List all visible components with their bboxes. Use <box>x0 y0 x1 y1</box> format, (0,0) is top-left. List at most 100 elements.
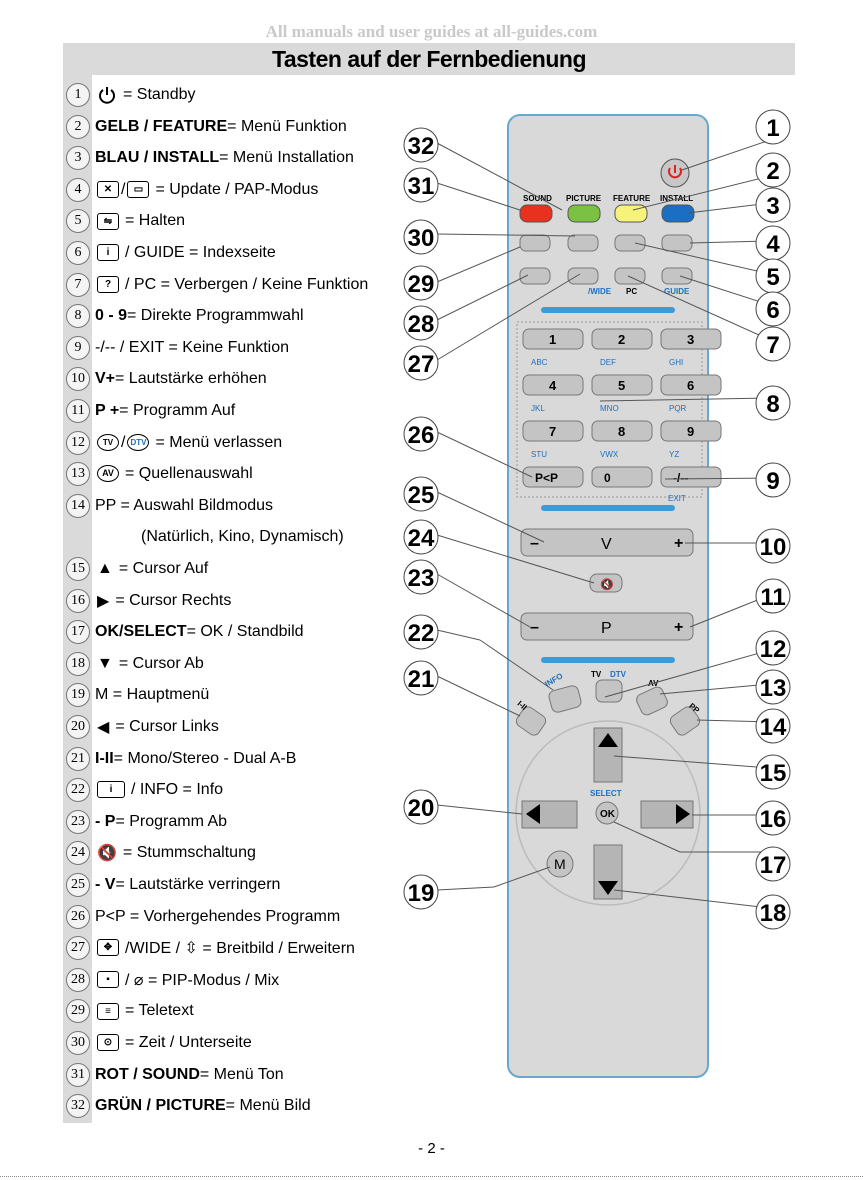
callout-number: 30 <box>408 225 435 252</box>
callout-circle <box>403 789 439 825</box>
legend-key: GRÜN / PICTURE <box>95 1097 226 1115</box>
callout-number: 3 <box>766 193 779 220</box>
callout-number: 24 <box>408 525 435 552</box>
legend-row: 20◀= Cursor Links <box>66 713 219 741</box>
label-m: M <box>554 856 566 872</box>
callout-circle <box>403 519 439 555</box>
label-pc: PC <box>626 287 637 296</box>
callout-number: 15 <box>760 760 787 787</box>
legend-row: (Natürlich, Kino, Dynamisch) <box>66 523 344 551</box>
legend-row: 24🔇= Stummschaltung <box>66 839 256 867</box>
power-icon <box>95 85 119 105</box>
remote-body <box>507 114 709 1078</box>
legend-row: 9 -/-- / EXIT = Keine Funktion <box>66 334 289 362</box>
page-number: - 2 - <box>418 1140 445 1157</box>
legend-number: 15 <box>66 557 90 581</box>
legend-key: 0 - 9 <box>95 307 128 325</box>
legend-key: - P <box>95 812 116 830</box>
legend-description: = Direkte Programmwahl <box>127 307 304 325</box>
power-icon <box>668 165 682 179</box>
callout-circle <box>755 528 791 564</box>
legend-number: 21 <box>66 746 90 771</box>
digit-button-5 <box>591 374 653 396</box>
callout-circle <box>403 219 439 255</box>
red-button <box>519 204 553 223</box>
key-label-zero: 0 <box>604 471 611 485</box>
legend-number: 24 <box>66 841 90 866</box>
legend-number: 9 <box>66 335 90 360</box>
legend-number: 28 <box>66 967 90 992</box>
menu-button <box>546 850 574 878</box>
digit-label: 2 <box>618 332 625 347</box>
label-tv: TV <box>591 670 602 679</box>
vol-label: V <box>601 536 612 553</box>
legend-description: = Programm Ab <box>115 812 228 830</box>
watermark: All manuals and user guides at all-guide… <box>265 22 598 41</box>
update-button <box>661 234 693 252</box>
legend-number: 25 <box>66 873 90 897</box>
callout-number: 28 <box>408 311 435 338</box>
legend-number: 19 <box>66 683 90 708</box>
callout-number: 32 <box>408 133 435 160</box>
legend-number: 32 <box>66 1094 90 1119</box>
legend-number: 30 <box>66 1031 90 1055</box>
legend-number: 14 <box>66 493 90 518</box>
legend-key: P + <box>95 402 120 419</box>
label-wide: /WIDE <box>588 287 612 296</box>
legend-number: 12 <box>66 430 90 455</box>
legend-row: 5⇋= Halten <box>66 207 185 235</box>
vol-plus: + <box>674 535 683 552</box>
callout-circle <box>755 187 791 223</box>
legend-number: 20 <box>66 715 90 739</box>
expand-button <box>567 267 599 285</box>
mono-stereo-button <box>515 706 547 736</box>
legend-description: = Lautstärke verringern <box>115 876 281 893</box>
key-p_p <box>522 466 584 488</box>
hold-button <box>614 234 646 252</box>
callout-number: 16 <box>760 806 787 833</box>
legend-row: 27✥/WIDE / ⇳ = Breitbild / Erweitern <box>66 934 355 962</box>
callout-circle <box>403 127 439 163</box>
info-button <box>548 685 582 713</box>
legend-number: 29 <box>66 999 90 1024</box>
callout-number: 14 <box>760 714 787 741</box>
digit-button-8 <box>591 420 653 442</box>
legend-number: 31 <box>66 1062 90 1087</box>
legend-key: V+ <box>95 370 116 388</box>
legend-description: = Cursor Rechts <box>115 591 232 609</box>
arrow-right-icon: ▶ <box>97 592 110 610</box>
callout-number: 12 <box>760 636 787 663</box>
teletext-button <box>519 234 551 252</box>
av-icon: AV <box>95 465 121 483</box>
legend-key: - V <box>95 876 116 893</box>
legend-number: 27 <box>66 936 90 961</box>
legend-description: = Menü Ton <box>199 1065 284 1083</box>
legend-number: 18 <box>66 651 90 676</box>
callout-number: 13 <box>760 675 787 702</box>
legend-number: 26 <box>66 904 90 929</box>
divider-bar-3 <box>541 657 675 663</box>
digit-letters: DEF <box>600 358 616 367</box>
divider-bar-2 <box>541 505 675 511</box>
legend-description: = OK / Standbild <box>186 623 304 641</box>
legend-row: 18▼= Cursor Ab <box>66 650 204 678</box>
pip-icon: ▪ <box>95 971 121 989</box>
prog-plus: + <box>674 619 683 636</box>
arrow-left-icon: ◀ <box>97 719 110 736</box>
callout-circle <box>403 874 439 910</box>
legend-number: 23 <box>66 809 90 834</box>
callout-number: 6 <box>766 297 779 324</box>
legend-description: = Menü Installation <box>219 149 354 167</box>
digit-label: 6 <box>687 378 694 393</box>
legend-number: 11 <box>66 399 90 423</box>
teletext-icon: ≡ <box>95 1002 121 1020</box>
legend-description: -/-- / EXIT = Keine Funktion <box>95 338 290 356</box>
callout-circle <box>755 578 791 614</box>
callout-number: 26 <box>408 422 435 449</box>
digit-letters: ABC <box>531 358 548 367</box>
